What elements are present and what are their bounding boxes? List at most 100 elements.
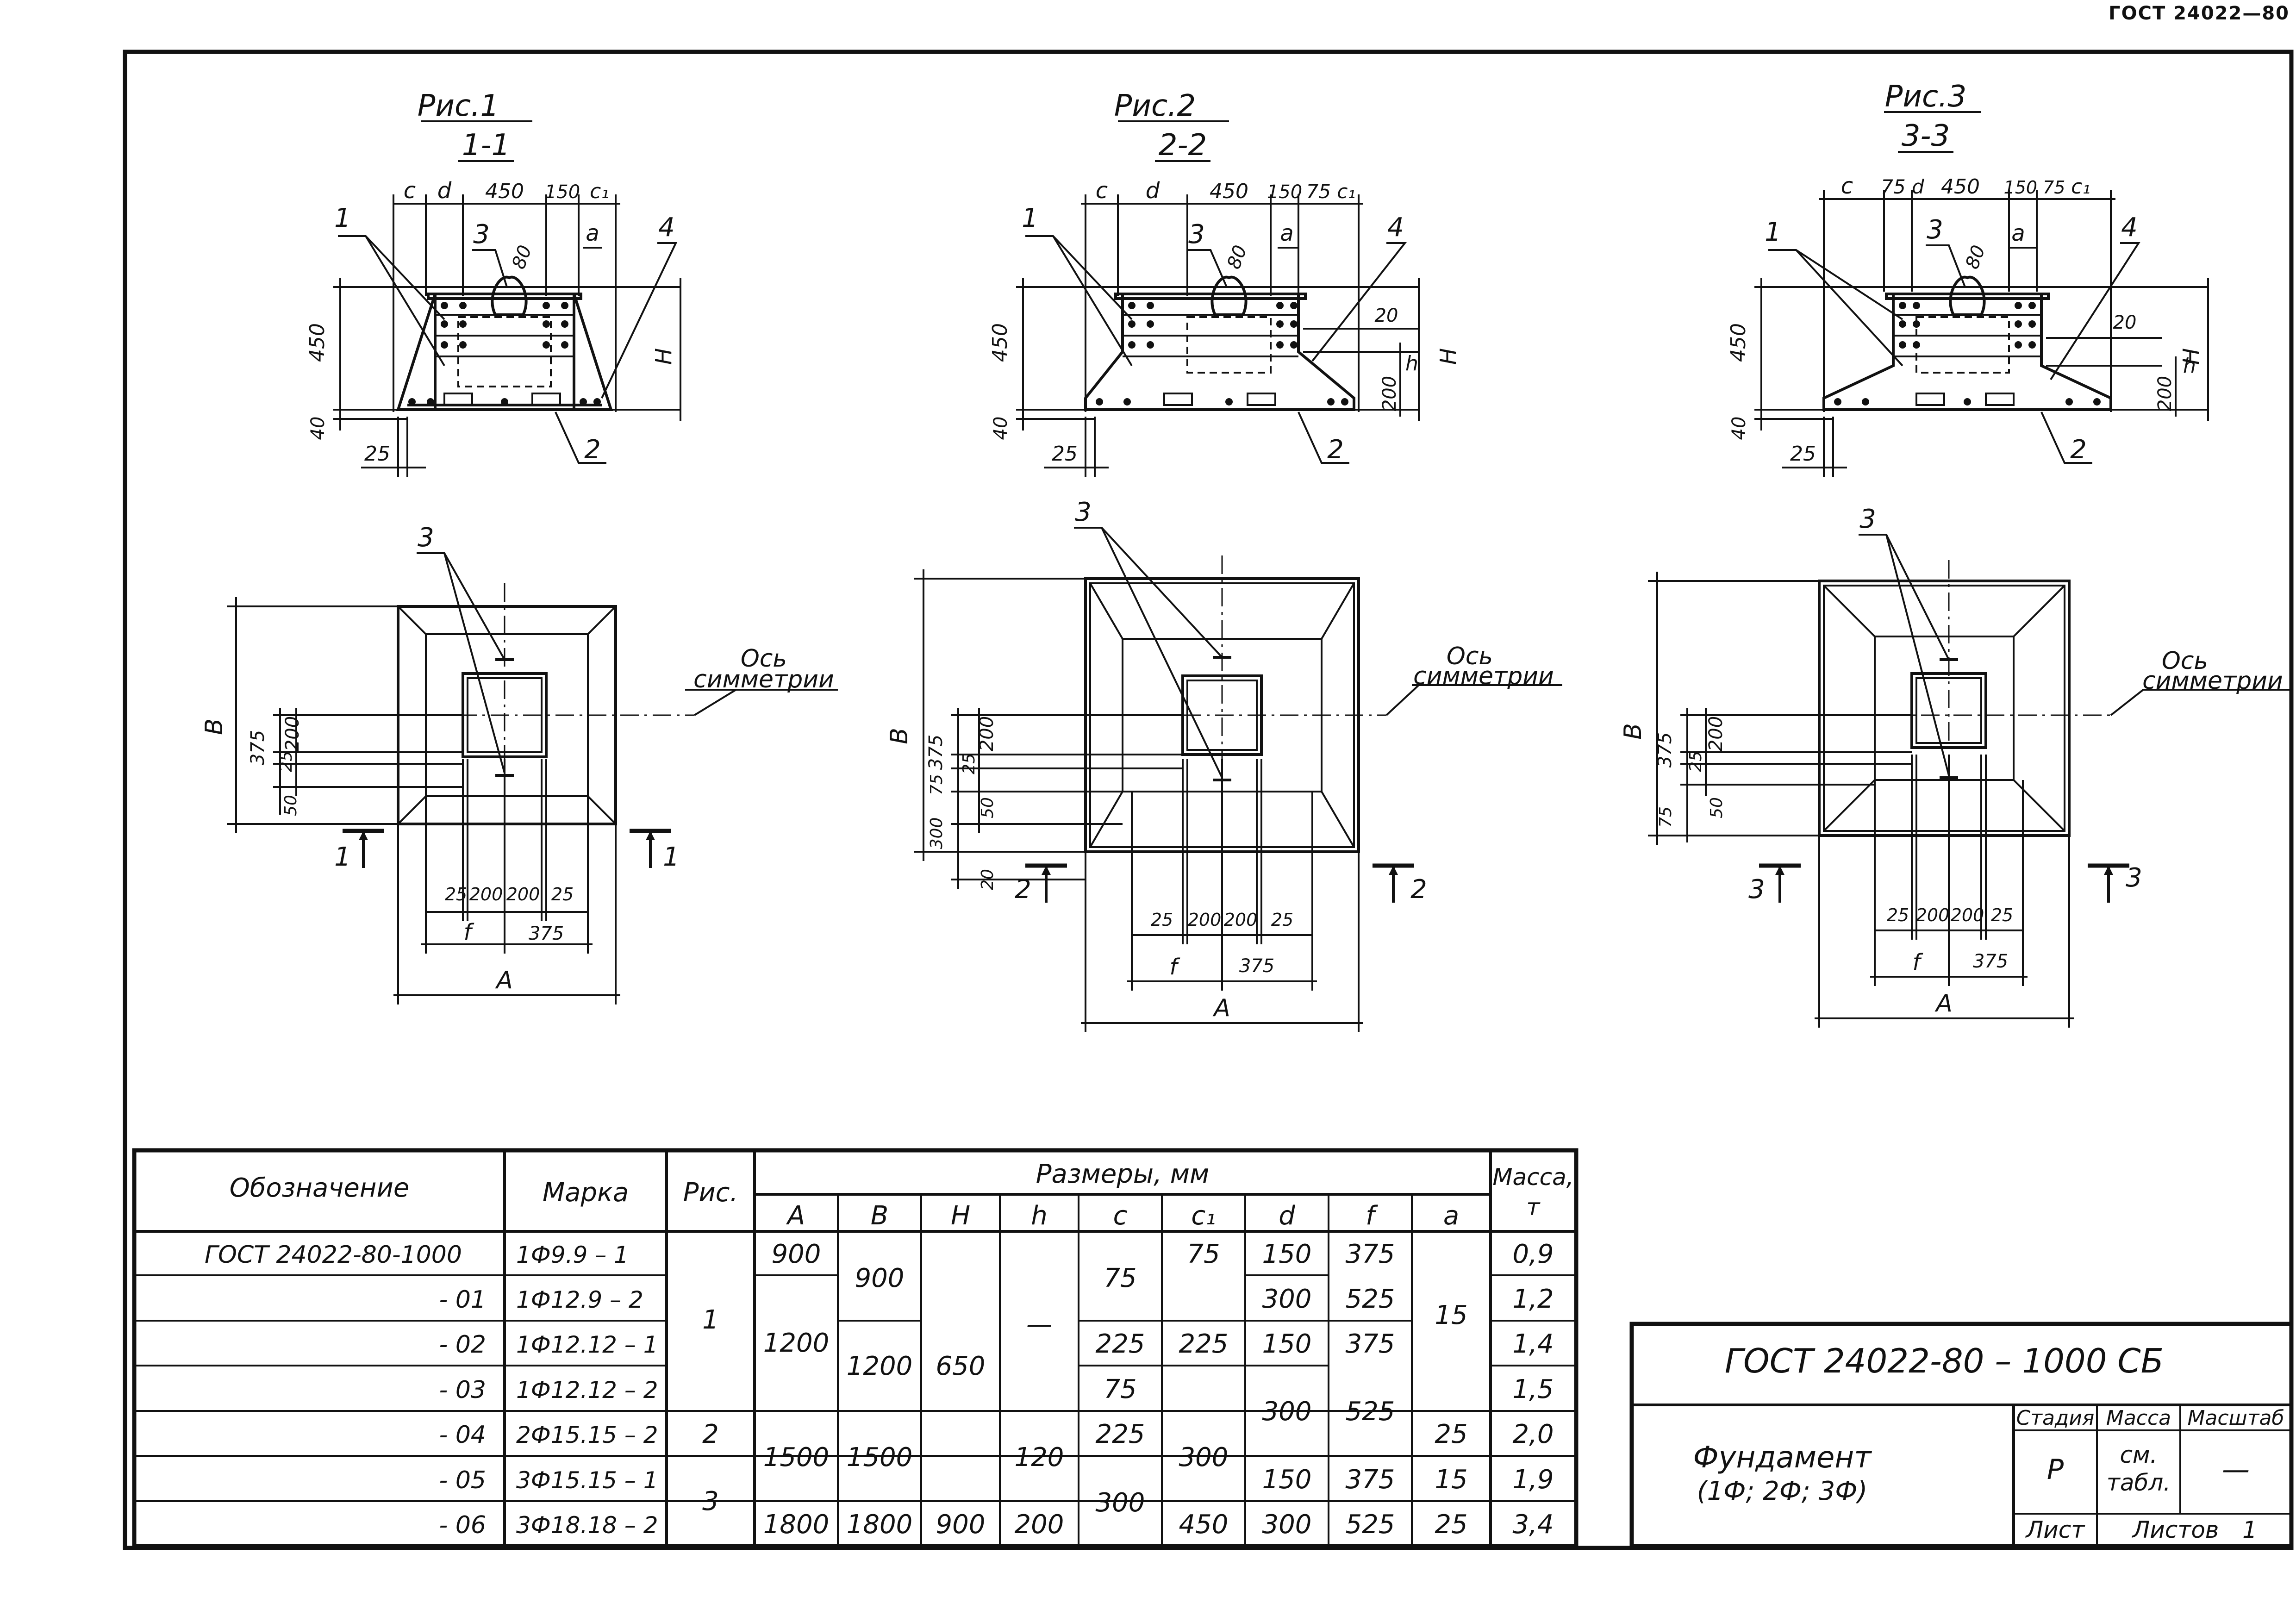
figure-2: Рис.2 2-2 c d 450 150 75 c₁ xyxy=(886,89,1562,1032)
cell-designation-6: - 06 xyxy=(439,1511,486,1539)
cut-right: 1 xyxy=(663,842,680,872)
plan-b200b: 200 xyxy=(1224,910,1258,930)
plan-375: 375 xyxy=(1654,732,1676,767)
plan-f: f xyxy=(464,919,474,945)
cell-A-3: 1800 xyxy=(763,1510,830,1540)
cut-left: 3 xyxy=(1748,874,1765,905)
plan-B: B xyxy=(1619,723,1647,740)
tb-name-1: Фундамент xyxy=(1693,1441,1872,1475)
plan-A: A xyxy=(495,967,513,994)
axis-label-1: Ось xyxy=(2162,647,2208,675)
dim-c: c xyxy=(1841,173,1853,199)
th-mass: Масса, xyxy=(1492,1164,1573,1191)
cell-c1-2: 300 xyxy=(1179,1442,1229,1472)
title-block: ГОСТ 24022-80 – 1000 СБ Фундамент (1Ф; 2… xyxy=(1629,1322,2294,1548)
plan-f: f xyxy=(1170,954,1180,980)
tb-stage-h: Стадия xyxy=(2016,1406,2095,1430)
cell-d-3: 300 xyxy=(1262,1397,1312,1427)
cell-B-0: 900 xyxy=(855,1263,905,1293)
cell-mass-5: 1,9 xyxy=(1512,1465,1554,1495)
cell-d-4: 150 xyxy=(1262,1465,1312,1495)
dim-d: d xyxy=(437,178,452,204)
plan-50: 50 xyxy=(281,795,300,816)
dim-hh: h xyxy=(2183,354,2196,378)
dim-c1: 75 c₁ xyxy=(1306,180,1356,203)
pos-3: 3 xyxy=(1927,215,1943,245)
plan-200: 200 xyxy=(282,716,303,751)
dim-a: a xyxy=(1280,220,1293,246)
plan-b25a: 25 xyxy=(1887,905,1909,925)
dim-h200: 200 xyxy=(1379,376,1400,411)
dim-a: a xyxy=(2011,220,2025,246)
plan-A: A xyxy=(1934,990,1953,1017)
dim-80: 80 xyxy=(1961,243,1990,272)
dim-h40: 40 xyxy=(1728,417,1750,440)
dim-h450: 450 xyxy=(988,323,1012,362)
cell-f-2: 375 xyxy=(1346,1329,1395,1359)
pos-2: 2 xyxy=(2070,435,2087,465)
dim-d: d xyxy=(1146,178,1160,204)
cell-a-1: 25 xyxy=(1435,1419,1467,1449)
dim-c: c xyxy=(1096,178,1108,204)
cell-mark-4: 2Ф15.15 – 2 xyxy=(516,1422,658,1448)
dim-h20: 20 xyxy=(2113,312,2137,333)
plan-375b: 375 xyxy=(529,923,564,944)
spec-table: Обозначение Марка Рис. Размеры, мм Масса… xyxy=(132,1148,1578,1548)
plan-pos-3: 3 xyxy=(418,523,434,553)
th-c: c xyxy=(1113,1201,1128,1231)
tb-scale: — xyxy=(2222,1454,2250,1486)
dim-80: 80 xyxy=(1223,243,1251,272)
figure-title: Рис.3 xyxy=(1885,80,1966,114)
dim-a: a xyxy=(586,220,599,246)
dim-H: H xyxy=(651,348,677,365)
plan-25: 25 xyxy=(960,753,979,774)
plan-b200a: 200 xyxy=(1188,910,1222,930)
cell-d-2: 150 xyxy=(1262,1329,1312,1359)
plan-view: Ось симметрии 3 B 375 200 25 50 xyxy=(200,523,838,1004)
plan-b200b: 200 xyxy=(506,884,540,905)
plan-b25b: 25 xyxy=(1991,905,2013,925)
plan-A: A xyxy=(1212,994,1230,1022)
cell-mass-6: 3,4 xyxy=(1512,1510,1554,1540)
plan-300: 300 xyxy=(927,817,946,849)
pos-1: 1 xyxy=(1022,203,1038,233)
cell-B-2: 1500 xyxy=(847,1442,913,1472)
cell-mass-2: 1,4 xyxy=(1512,1329,1554,1359)
tb-scale-h: Масштаб xyxy=(2187,1406,2284,1430)
plan-75: 75 xyxy=(1656,806,1675,828)
cut-right: 2 xyxy=(1410,874,1427,905)
dim-d: 75 d xyxy=(1881,175,1924,198)
cell-A-0: 900 xyxy=(772,1239,821,1269)
plan-50: 50 xyxy=(1707,797,1726,818)
cell-c1-3: 450 xyxy=(1179,1510,1229,1540)
cell-h-2: 200 xyxy=(1015,1510,1064,1540)
plan-f: f xyxy=(1913,949,1923,975)
cell-mass-3: 1,5 xyxy=(1512,1374,1554,1404)
cell-mass-4: 2,0 xyxy=(1512,1419,1554,1449)
th-c1: c₁ xyxy=(1191,1201,1216,1231)
th-B: B xyxy=(871,1201,888,1231)
plan-view: Ось симметрии 3 B 375 200 25 50 75 xyxy=(1619,504,2291,1028)
pos-3: 3 xyxy=(1188,219,1205,250)
plan-75: 75 xyxy=(927,774,946,795)
cell-mark-0: 1Ф9.9 – 1 xyxy=(516,1241,629,1268)
th-d: d xyxy=(1279,1201,1295,1231)
cell-mass-0: 0,9 xyxy=(1512,1239,1554,1269)
dim-h20: 20 xyxy=(1375,305,1398,326)
cell-B-1: 1200 xyxy=(847,1351,913,1381)
dim-c: c xyxy=(404,178,416,204)
cell-f-0: 375 xyxy=(1346,1239,1395,1269)
th-a: a xyxy=(1443,1201,1459,1231)
th-mark: Марка xyxy=(543,1178,629,1208)
cell-A-2: 1500 xyxy=(763,1442,830,1472)
plan-view: Ось симметрии 3 B 375 200 25 50 75 300 2… xyxy=(886,497,1562,1032)
cell-c1-1: 225 xyxy=(1179,1329,1229,1359)
cell-c-4: 300 xyxy=(1096,1488,1145,1518)
dim-c1: c₁ xyxy=(590,180,609,203)
cell-H-1: 900 xyxy=(936,1510,986,1540)
pos-4: 4 xyxy=(2121,212,2138,243)
figure-title: Рис.2 xyxy=(1114,89,1196,123)
cell-mass-1: 1,2 xyxy=(1512,1284,1554,1314)
plan-50: 50 xyxy=(978,797,997,818)
